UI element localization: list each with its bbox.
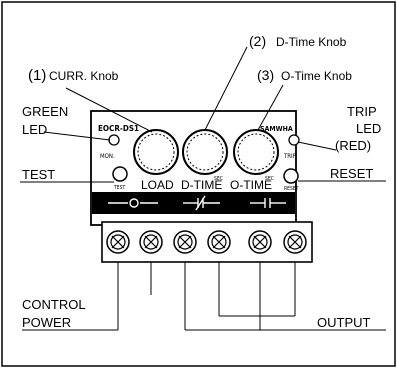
model-label: EOCR-DS1 [98,124,139,133]
otime-knob-number: (3) [257,67,274,83]
green-led [108,134,120,146]
trip-led [288,134,300,146]
terminal-screw-1 [106,230,130,254]
terminal-block [101,221,313,263]
leader-lines [20,46,386,183]
trip-led-color-label: (RED) [335,138,371,153]
reset-panel-label: RESET [284,186,299,192]
green-led-label-2: LED [22,122,47,137]
test-label: TEST [22,167,55,182]
curr-knob-label: CURR. Knob [49,69,119,83]
dtime-knob[interactable] [182,129,228,175]
wires [22,262,386,331]
output-label: OUTPUT [317,315,371,330]
trip-led-label: TRIP [347,104,377,119]
curr-knob-number: (1) [28,67,46,84]
mon-label: MON. [100,153,115,160]
terminal-screws [106,230,307,254]
dtime-knob-label: D-Time Knob [276,35,347,49]
contact-symbols [108,195,286,211]
terminal-screw-3 [173,230,197,254]
control-label: CONTROL [22,297,86,312]
reset-button[interactable] [283,168,299,184]
terminal-screw-2 [139,230,163,254]
otime-knob[interactable] [233,129,279,175]
power-label: POWER [22,315,71,330]
brand-label: SAMWHA [260,125,293,133]
terminal-screw-4 [207,230,231,254]
dtime-panel-label: D-TIME [181,178,222,192]
test-button[interactable] [112,166,128,182]
sec-label-1: SEC [214,176,223,182]
otime-panel-label: O-TIME [230,178,272,192]
load-label: LOAD [141,178,174,192]
terminal-screw-6 [283,230,307,254]
terminal-screw-5 [248,230,272,254]
sec-label-2: SEC [265,176,274,182]
otime-knob-label: O-Time Knob [281,69,352,83]
curr-knob[interactable] [133,129,179,175]
trip-led-label-2: LED [356,121,381,136]
green-led-label: GREEN [22,104,68,119]
trip-panel-label: TRIP [283,153,297,160]
reset-label: RESET [330,166,373,181]
dtime-knob-number: (2) [249,33,266,49]
test-panel-label: TEST [113,185,125,191]
